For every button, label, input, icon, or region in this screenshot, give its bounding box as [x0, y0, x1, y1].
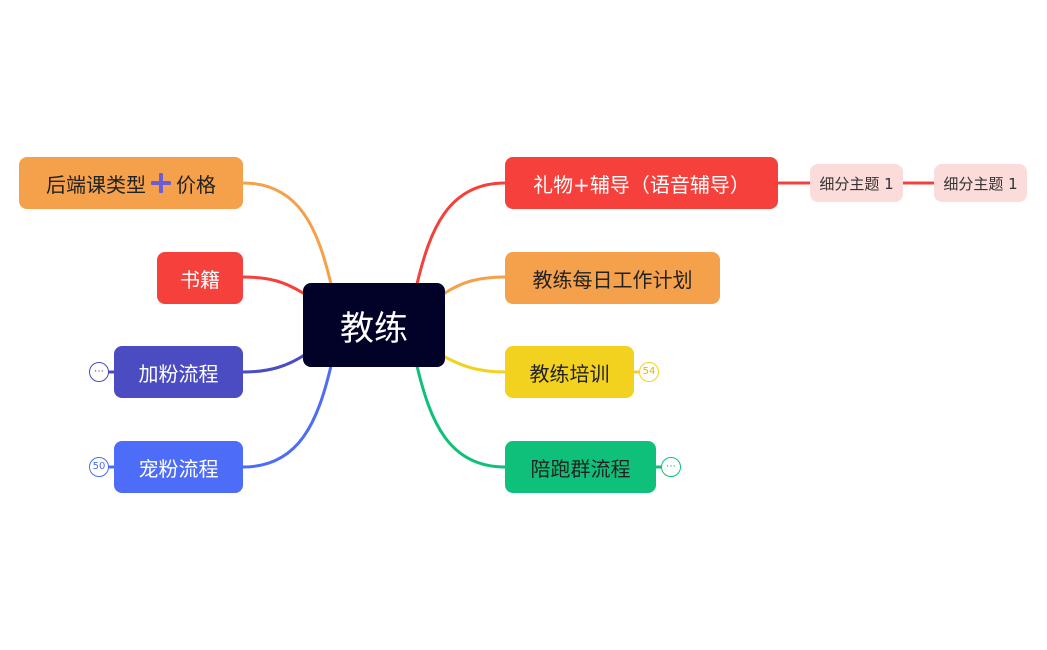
topic-daily-work-plan[interactable]: 教练每日工作计划 — [505, 252, 720, 304]
topic-label: 礼物+辅导（语音辅导） — [533, 172, 750, 197]
topic-add-fans-process[interactable]: 加粉流程 — [114, 346, 243, 398]
connector-add-fans — [241, 352, 308, 374]
connector-backend-course — [241, 181, 333, 286]
connector-pamper-fans — [241, 364, 333, 469]
topic-label-b: 价格 — [176, 172, 216, 197]
subtopic-label: 细分主题 1 — [819, 174, 894, 193]
expand-more-icon[interactable]: ⋯ — [89, 362, 109, 382]
subtopic-2[interactable]: 细分主题 1 — [934, 164, 1027, 202]
subtopic-label: 细分主题 1 — [943, 174, 1018, 193]
topic-pamper-fans-process[interactable]: 宠粉流程 — [114, 441, 243, 493]
collapsed-count-badge[interactable]: 54 — [639, 362, 659, 382]
subtopic-1[interactable]: 细分主题 1 — [810, 164, 903, 202]
topic-gift-coaching[interactable]: 礼物+辅导（语音辅导） — [505, 157, 778, 209]
topic-label: 陪跑群流程 — [530, 456, 631, 481]
topic-accompany-group-process[interactable]: 陪跑群流程 — [505, 441, 656, 493]
topic-backend-course-price[interactable]: 后端课类型 价格 — [19, 157, 243, 209]
expand-more-icon[interactable]: ⋯ — [661, 457, 681, 477]
topic-coach-training[interactable]: 教练培训 — [505, 346, 634, 398]
central-topic[interactable]: 教练 — [303, 283, 445, 367]
plus-icon — [151, 173, 171, 193]
topic-label: 教练每日工作计划 — [532, 267, 693, 292]
collapsed-count-badge[interactable]: 50 — [89, 457, 109, 477]
connector-accompany-group — [415, 364, 507, 469]
connector-daily-plan — [443, 275, 507, 295]
topic-label-a: 后端课类型 — [46, 172, 146, 197]
connector-books — [241, 275, 305, 295]
connector-coach-training — [443, 355, 507, 374]
connector-gift-coaching — [415, 181, 507, 286]
topic-label: 教练培训 — [529, 361, 610, 386]
topic-label: 书籍 — [180, 267, 220, 292]
topic-books[interactable]: 书籍 — [157, 252, 243, 304]
topic-label: 宠粉流程 — [138, 456, 219, 481]
topic-label: 加粉流程 — [138, 361, 219, 386]
central-topic-label: 教练 — [340, 308, 408, 349]
